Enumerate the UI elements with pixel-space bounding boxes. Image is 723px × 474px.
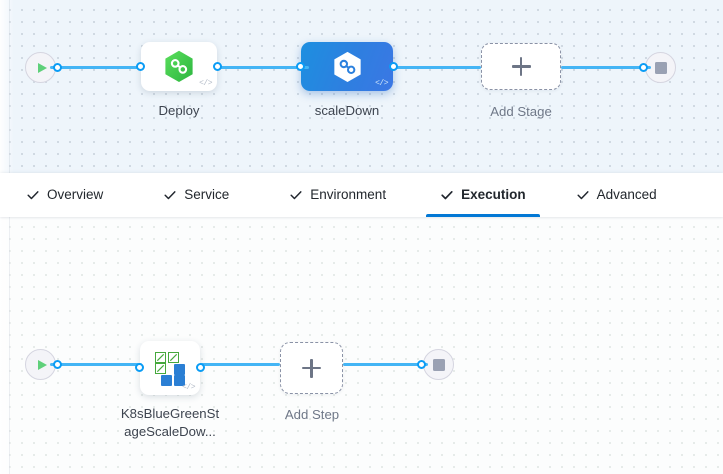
blue-square-icon [161,374,172,386]
add-stage-label: Add Stage [490,104,552,119]
step-card[interactable]: </> [140,341,200,395]
check-icon [164,191,176,200]
green-square-icon [168,351,179,363]
tab-label: Advanced [596,187,657,203]
stage-canvas[interactable]: </> Deploy </> scaleDown [0,0,723,173]
plus-icon [302,358,321,378]
add-step-button[interactable] [280,342,343,394]
tab-label: Execution [461,187,526,203]
deploy-output-port[interactable] [213,62,222,71]
start-output-port[interactable] [53,63,62,72]
deploy-input-port[interactable] [136,62,145,71]
scaledown-card[interactable]: </> [301,42,393,91]
tab-label: Environment [310,187,387,203]
start-circle [25,52,56,83]
add-stage-node[interactable]: Add Stage [481,43,561,119]
stop-icon [432,358,445,371]
end-input-port[interactable] [639,63,648,72]
execution-end-input-port[interactable] [417,360,426,369]
tab-underline [26,214,103,217]
blue-green-deployment-icon [153,351,187,386]
scaledown-input-port[interactable] [296,62,305,71]
code-icon[interactable]: </> [199,79,212,88]
add-stage-button[interactable] [481,43,561,90]
tab-overview[interactable]: Overview [26,173,103,217]
link-step-to-addstep [200,363,280,366]
link-scaledown-to-addstage [393,66,481,69]
canvas-left-fade [0,0,14,173]
tab-underline [163,214,229,217]
link-start-to-deploy [50,66,142,69]
step-label-line2: ageScaleDow... [124,424,216,439]
execution-start-output-port[interactable] [53,360,62,369]
scaledown-label: scaleDown [314,103,380,118]
step-node-k8s-bluegreen-scaledown[interactable]: </> K8sBlueGreenSt ageScaleDow... [121,341,219,439]
blue-square-icon [174,374,185,386]
tab-label: Service [184,187,230,203]
code-icon[interactable]: </> [182,383,195,392]
stage-config-tabs[interactable]: Overview Service Environment Execution A… [0,173,723,217]
stage-node-scaledown[interactable]: </> scaleDown [296,42,398,118]
deploy-label: Deploy [158,103,200,118]
scaledown-output-port[interactable] [389,62,398,71]
canvas-left-border [9,0,10,173]
canvas-left-border [9,217,10,474]
tab-advanced[interactable]: Advanced [576,173,657,217]
tab-service[interactable]: Service [163,173,229,217]
harness-hexagon-icon [333,51,361,82]
green-square-icon [155,362,166,374]
add-step-label: Add Step [284,407,340,422]
step-output-port[interactable] [196,363,205,372]
check-icon [290,191,302,200]
stop-icon [654,61,667,74]
link-addstep-to-end [343,363,428,366]
execution-canvas[interactable]: </> K8sBlueGreenSt ageScaleDow... Add St… [0,217,723,474]
harness-hexagon-icon [165,50,193,82]
tab-underline [576,214,657,217]
green-square-icon [155,351,166,363]
check-icon [27,191,39,200]
link-deploy-to-scaledown [217,66,309,69]
stage-node-deploy[interactable]: </> Deploy [136,42,222,118]
step-input-port[interactable] [135,363,144,372]
play-icon [37,359,47,370]
code-icon[interactable]: </> [375,79,388,88]
step-label-line1: K8sBlueGreenSt [120,406,220,421]
blue-square-icon [174,363,185,375]
tab-underline [426,214,540,217]
pipeline-start-node[interactable] [25,52,62,83]
tab-environment[interactable]: Environment [289,173,386,217]
link-addstage-to-end [561,66,651,69]
execution-start-node[interactable] [25,349,62,380]
add-step-node[interactable]: Add Step [280,342,343,422]
check-icon [441,191,453,200]
step-label: K8sBlueGreenSt ageScaleDow... [85,405,255,441]
execution-end-node[interactable] [417,349,454,380]
check-icon [577,191,589,200]
link-start-to-step [50,363,142,366]
play-icon [37,62,47,73]
plus-icon [511,57,531,76]
tab-underline [289,214,386,217]
tab-execution[interactable]: Execution [426,173,540,217]
tab-label: Overview [47,187,104,203]
canvas-left-fade [0,217,14,474]
deploy-card[interactable]: </> [141,42,217,91]
